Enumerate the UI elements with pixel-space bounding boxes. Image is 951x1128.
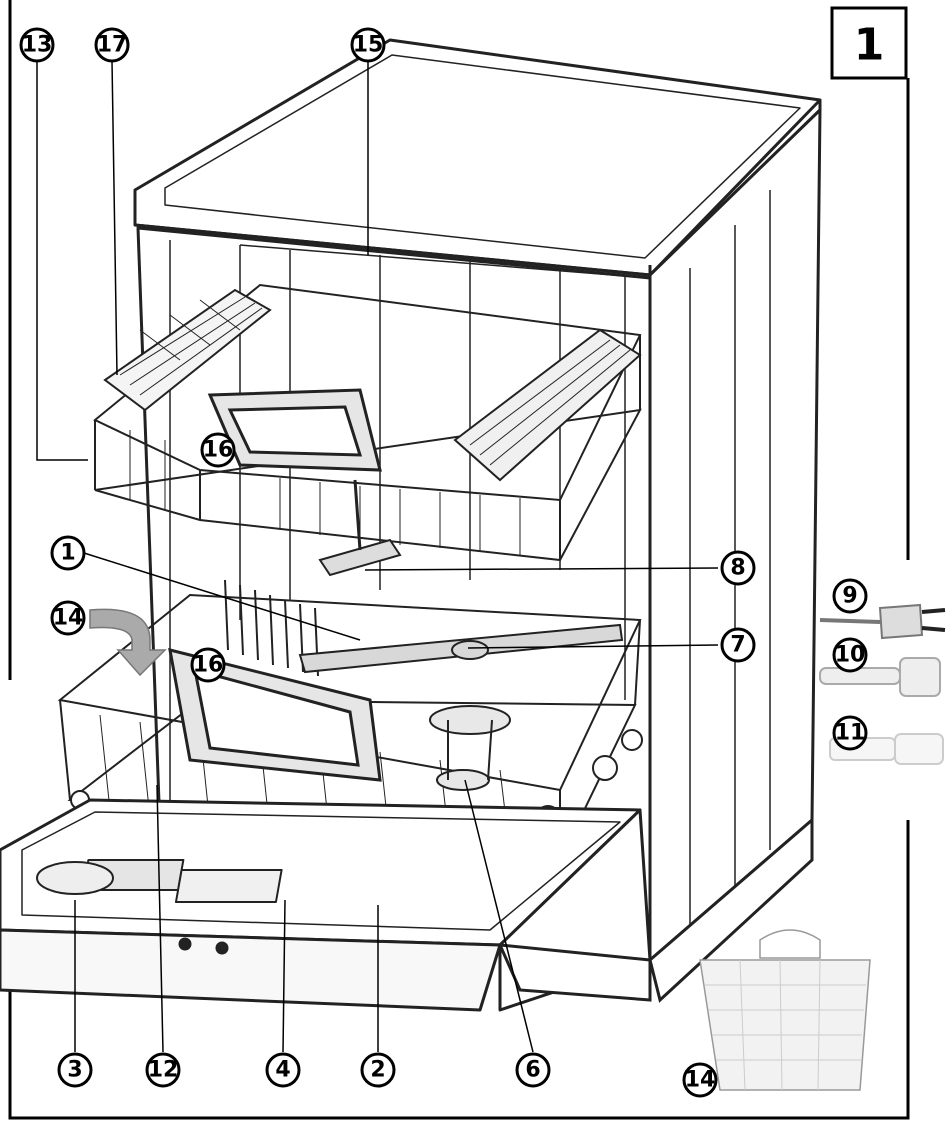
- filter-assembly: [429, 705, 511, 791]
- callout-12: 12: [145, 1052, 181, 1088]
- inlet-hose: [819, 657, 941, 697]
- svg-text:12: 12: [148, 1058, 179, 1083]
- callout-9: 9: [832, 578, 868, 614]
- svg-text:9: 9: [842, 584, 857, 609]
- plate-rack: [224, 579, 319, 677]
- svg-text:14: 14: [53, 606, 84, 631]
- cup-rack: [453, 328, 642, 482]
- leader-lines: [36, 60, 719, 1053]
- svg-text:2: 2: [370, 1058, 385, 1083]
- callout-7: 7: [720, 627, 756, 663]
- lower-basket-handle: [168, 647, 382, 782]
- figure-number-box: 1: [830, 6, 908, 80]
- callout-15: 15: [350, 27, 386, 63]
- callout-16-lower: 16: [190, 647, 226, 683]
- svg-text:17: 17: [97, 33, 128, 58]
- callout-16-upper: 16: [200, 432, 236, 468]
- callout-10: 10: [832, 637, 868, 673]
- lower-spray-arm: [298, 623, 624, 674]
- svg-text:16: 16: [193, 653, 224, 678]
- svg-text:6: 6: [525, 1058, 540, 1083]
- svg-text:8: 8: [730, 556, 745, 581]
- callout-2: 2: [360, 1052, 396, 1088]
- callout-1: 1: [50, 535, 86, 571]
- callout-8: 8: [720, 550, 756, 586]
- svg-text:15: 15: [353, 33, 384, 58]
- cutlery-basket: [699, 929, 871, 1091]
- svg-text:14: 14: [685, 1068, 716, 1093]
- svg-text:13: 13: [22, 33, 53, 58]
- plinth: [497, 816, 814, 1003]
- drain-hose: [829, 733, 944, 765]
- callout-17: 17: [94, 27, 130, 63]
- svg-text:11: 11: [835, 721, 866, 746]
- callout-3: 3: [57, 1052, 93, 1088]
- svg-text:16: 16: [203, 438, 234, 463]
- svg-text:1: 1: [60, 541, 75, 566]
- svg-text:7: 7: [730, 633, 745, 658]
- cutlery-tray: [103, 288, 272, 412]
- upper-basket-handle: [207, 388, 382, 472]
- svg-text:4: 4: [275, 1058, 290, 1083]
- callout-14-arrow: 14: [50, 600, 86, 636]
- svg-text:10: 10: [835, 643, 866, 668]
- callout-14-basket: 14: [682, 1062, 718, 1098]
- insert-arrow: [89, 608, 167, 677]
- figure-number: 1: [854, 20, 885, 71]
- callout-4: 4: [265, 1052, 301, 1088]
- svg-text:3: 3: [67, 1058, 82, 1083]
- callouts: 13 17 15 16 1 8 14 16: [19, 27, 868, 1098]
- upper-spray-arm: [318, 479, 402, 577]
- callout-13: 13: [19, 27, 55, 63]
- figure-frame: [8, 0, 910, 1120]
- power-plug: [819, 603, 946, 640]
- callout-11: 11: [832, 715, 868, 751]
- callout-6: 6: [515, 1052, 551, 1088]
